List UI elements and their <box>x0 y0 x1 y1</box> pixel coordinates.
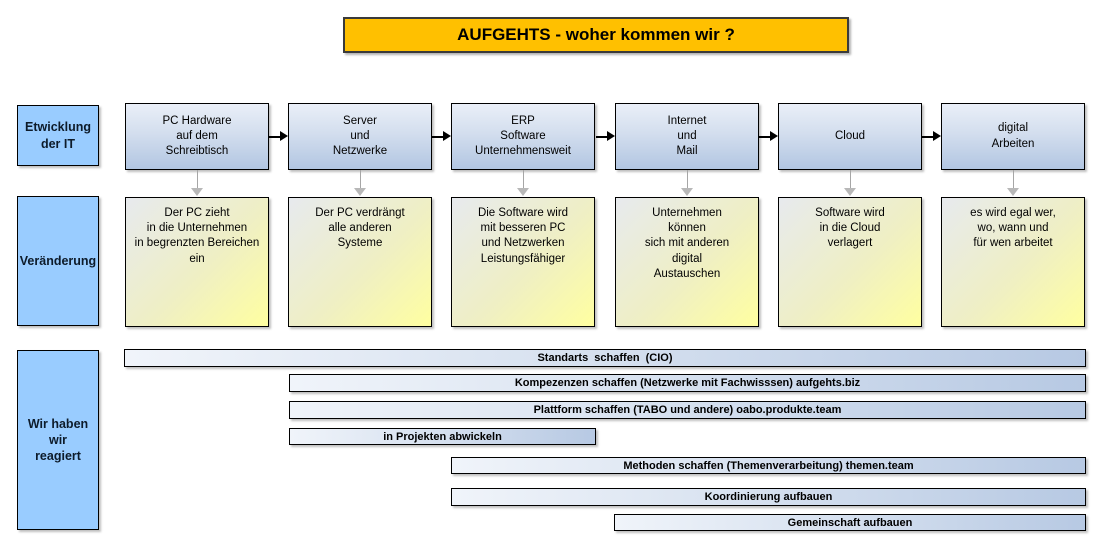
arrow-head <box>933 131 941 141</box>
connector-line <box>686 170 688 189</box>
arrow-down-icon <box>354 170 366 197</box>
arrow-right-icon <box>432 129 451 144</box>
connector-line <box>196 170 198 189</box>
connector-line <box>522 170 524 189</box>
arrow-head <box>607 131 615 141</box>
connector-head <box>191 188 203 196</box>
row-label-entwicklung-der-it: Etwicklung der IT <box>17 105 99 166</box>
arrow-down-icon <box>517 170 529 197</box>
reaction-bar-methoden-schaffen: Methoden schaffen (Themenverarbeitung) t… <box>451 457 1086 474</box>
reaction-bar-in-projekten-abwickeln: in Projekten abwickeln <box>289 428 596 445</box>
connector-head <box>354 188 366 196</box>
arrow-head <box>443 131 451 141</box>
change-box-cloud-verlagert: Software wird in die Cloud verlagert <box>778 197 922 327</box>
arrow-line <box>759 135 771 138</box>
arrow-right-icon <box>922 129 941 144</box>
connector-line <box>359 170 361 189</box>
connector-line <box>849 170 851 189</box>
page-title: AUFGEHTS - woher kommen wir ? <box>343 17 849 53</box>
stage-box-server-netzwerke: Server und Netzwerke <box>288 103 432 170</box>
arrow-head <box>280 131 288 141</box>
arrow-right-icon <box>269 129 288 144</box>
reaction-bar-gemeinschaft-aufbauen: Gemeinschaft aufbauen <box>614 514 1086 531</box>
arrow-down-icon <box>1007 170 1019 197</box>
arrow-down-icon <box>681 170 693 197</box>
arrow-head <box>770 131 778 141</box>
connector-line <box>1012 170 1014 189</box>
change-box-egal-wer-wo-wann: es wird egal wer, wo, wann und für wen a… <box>941 197 1085 327</box>
connector-head <box>1007 188 1019 196</box>
row-label-veraenderung: Veränderung <box>17 196 99 326</box>
stage-box-erp-software: ERP Software Unternehmensweit <box>451 103 595 170</box>
connector-head <box>844 188 856 196</box>
arrow-line <box>596 135 608 138</box>
change-box-digital-austauschen: Unternehmen können sich mit anderen digi… <box>615 197 759 327</box>
row-label-wir-haben-wir-reagiert: Wir haben wir reagiert <box>17 350 99 530</box>
reaction-bar-kompezenzen-schaffen: Kompezenzen schaffen (Netzwerke mit Fach… <box>289 374 1086 392</box>
stage-box-cloud: Cloud <box>778 103 922 170</box>
connector-head <box>517 188 529 196</box>
arrow-down-icon <box>844 170 856 197</box>
change-box-software-leistungsfaehiger: Die Software wird mit besseren PC und Ne… <box>451 197 595 327</box>
reaction-bar-plattform-schaffen: Plattform schaffen (TABO und andere) oab… <box>289 401 1086 419</box>
arrow-right-icon <box>596 129 615 144</box>
change-box-pc-zieht-ein: Der PC zieht in die Unternehmen in begre… <box>125 197 269 327</box>
change-box-pc-verdraengt: Der PC verdrängt alle anderen Systeme <box>288 197 432 327</box>
connector-head <box>681 188 693 196</box>
stage-box-digital-arbeiten: digital Arbeiten <box>941 103 1085 170</box>
reaction-bar-standarts-schaffen: Standarts schaffen (CIO) <box>124 349 1086 367</box>
arrow-right-icon <box>759 129 778 144</box>
arrow-line <box>432 135 444 138</box>
stage-box-pc-hardware: PC Hardware auf dem Schreibtisch <box>125 103 269 170</box>
arrow-line <box>269 135 281 138</box>
reaction-bar-koordinierung-aufbauen: Koordinierung aufbauen <box>451 488 1086 506</box>
arrow-line <box>922 135 934 138</box>
arrow-down-icon <box>191 170 203 197</box>
stage-box-internet-mail: Internet und Mail <box>615 103 759 170</box>
